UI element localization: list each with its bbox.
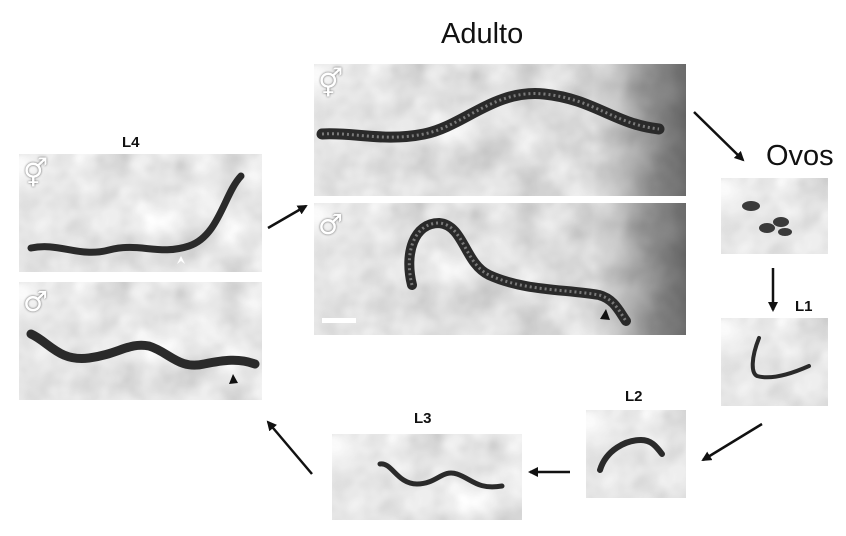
arrow-l3-to-l4 (268, 422, 312, 474)
arrow-adult-to-ovos (694, 112, 743, 160)
arrow-l4-to-adult (268, 206, 306, 228)
arrow-l1-to-l2 (703, 424, 762, 460)
